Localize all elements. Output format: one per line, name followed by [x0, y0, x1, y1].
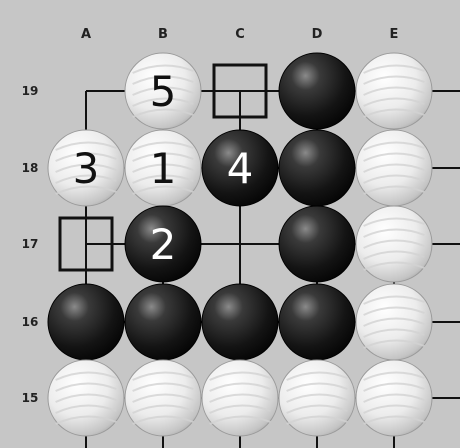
- move-number-4: 4: [227, 144, 254, 193]
- white-stone-B15: [125, 360, 201, 436]
- white-stone-E17: [356, 206, 432, 282]
- white-stone-B19: 5: [125, 53, 201, 129]
- white-stone-D15: [279, 360, 355, 436]
- row-label-18: 18: [22, 161, 39, 175]
- row-label-16: 16: [22, 315, 39, 329]
- row-label-17: 17: [22, 237, 39, 251]
- black-stone-D18: [279, 130, 355, 206]
- stone-disc: [48, 284, 124, 360]
- black-stone-C18: 4: [202, 130, 278, 206]
- column-label-C: C: [235, 27, 245, 42]
- white-stone-E18: [356, 130, 432, 206]
- black-stone-B17: 2: [125, 206, 201, 282]
- column-label-B: B: [158, 27, 168, 42]
- black-stone-D19: [279, 53, 355, 129]
- white-stone-C15: [202, 360, 278, 436]
- move-number-1: 1: [150, 144, 177, 193]
- black-stone-D16: [279, 284, 355, 360]
- white-stone-E19: [356, 53, 432, 129]
- white-stone-A15: [48, 360, 124, 436]
- white-stone-E16: [356, 284, 432, 360]
- stone-disc: [279, 206, 355, 282]
- column-label-A: A: [81, 27, 91, 42]
- row-label-15: 15: [22, 391, 39, 405]
- stone-disc: [125, 284, 201, 360]
- black-stone-A16: [48, 284, 124, 360]
- black-stone-D17: [279, 206, 355, 282]
- stone-disc: [279, 130, 355, 206]
- stone-disc: [279, 284, 355, 360]
- move-number-2: 2: [150, 220, 177, 269]
- stone-disc: [279, 53, 355, 129]
- white-stone-A18: 3: [48, 130, 124, 206]
- stone-disc: [202, 284, 278, 360]
- move-number-3: 3: [73, 144, 100, 193]
- black-stone-C16: [202, 284, 278, 360]
- move-number-5: 5: [150, 67, 177, 116]
- white-stone-E15: [356, 360, 432, 436]
- white-stone-B18: 1: [125, 130, 201, 206]
- row-label-19: 19: [22, 84, 39, 98]
- column-label-E: E: [390, 27, 399, 42]
- column-label-D: D: [312, 27, 323, 42]
- black-stone-B16: [125, 284, 201, 360]
